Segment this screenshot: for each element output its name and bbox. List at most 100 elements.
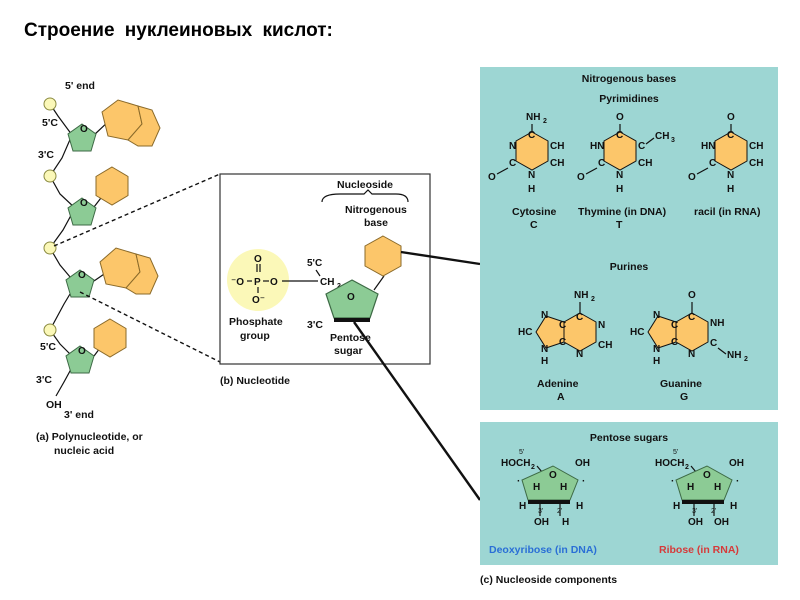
svg-text:HN: HN	[701, 141, 715, 152]
uracil-label: racil (in RNA)	[694, 206, 761, 218]
svg-text:H: H	[576, 501, 583, 512]
svg-text:H: H	[730, 501, 737, 512]
nitrogenous-base-label-2: base	[364, 217, 388, 229]
svg-text:2: 2	[744, 356, 748, 363]
ring-oxygen-label: O	[78, 346, 86, 357]
thymine-label: Thymine (in DNA)	[578, 206, 666, 218]
svg-text:OH: OH	[534, 517, 549, 528]
svg-text:O: O	[616, 112, 624, 123]
svg-text:N: N	[576, 349, 583, 360]
svg-text:N: N	[653, 344, 660, 355]
three-prime-end-label: 3' end	[64, 409, 94, 421]
pyrimidines-title: Pyrimidines	[599, 93, 659, 105]
svg-text:H: H	[562, 517, 569, 528]
ring-oxygen-label: O	[78, 270, 86, 281]
svg-text:C: C	[528, 130, 535, 141]
c3-label: 3'C	[38, 149, 54, 161]
svg-text:N: N	[528, 170, 535, 181]
phosphate-circle	[43, 323, 57, 337]
c3-label: 3'C	[307, 319, 323, 331]
panel-a-caption-2: nucleic acid	[54, 445, 114, 457]
ch2-label: CH	[320, 277, 334, 288]
svg-text:OH: OH	[688, 517, 703, 528]
svg-text:CH: CH	[638, 158, 652, 169]
phosphate-group-circle	[227, 249, 289, 311]
svg-text:C: C	[509, 158, 516, 169]
svg-text:2: 2	[531, 464, 535, 471]
svg-text:C: C	[709, 158, 716, 169]
svg-text:HN: HN	[590, 141, 604, 152]
svg-text:OH: OH	[575, 458, 590, 469]
page-title: Строение нуклеиновых кислот:	[24, 20, 333, 41]
guanine-letter: G	[680, 391, 688, 403]
svg-text:P: P	[254, 277, 261, 288]
svg-text:2: 2	[685, 464, 689, 471]
svg-text:5': 5'	[519, 449, 524, 456]
svg-text:H: H	[560, 482, 567, 493]
svg-text:H: H	[533, 482, 540, 493]
svg-text:NH: NH	[710, 318, 724, 329]
pentose-sugars-title: Pentose sugars	[590, 432, 668, 444]
svg-text:O: O	[688, 172, 696, 183]
svg-text:CH: CH	[550, 158, 564, 169]
nucleotide-panel: Nucleoside Nitrogenous base ⁻O P O O O⁻ …	[219, 173, 431, 387]
phosphate-circle	[43, 241, 57, 255]
ring-oxygen-label: O	[80, 198, 88, 209]
svg-text:N: N	[688, 349, 695, 360]
svg-text:NH: NH	[526, 112, 540, 123]
panel-b-caption: (b) Nucleotide	[220, 375, 290, 387]
svg-text:CH: CH	[749, 141, 763, 152]
oh-label: OH	[46, 399, 62, 411]
ring-oxygen-label: O	[80, 124, 88, 135]
svg-text:C: C	[559, 320, 566, 331]
svg-text:H: H	[528, 184, 535, 195]
svg-text:O: O	[688, 290, 696, 301]
svg-text:OH: OH	[714, 517, 729, 528]
svg-text:H: H	[519, 501, 526, 512]
pyrimidine-base-shape	[93, 318, 127, 358]
deoxyribose-label: Deoxyribose (in DNA)	[489, 544, 597, 556]
svg-text:NH: NH	[574, 290, 588, 301]
svg-text:H: H	[653, 356, 660, 367]
svg-text:H: H	[687, 482, 694, 493]
phosphate-group-label: Phosphate	[229, 316, 283, 328]
svg-text:N: N	[616, 170, 623, 181]
pentose-sugar-label: Pentose	[330, 332, 371, 344]
svg-text:N: N	[598, 320, 605, 331]
svg-text:O: O	[488, 172, 496, 183]
svg-text:HOCH: HOCH	[501, 458, 530, 469]
svg-text:O: O	[727, 112, 735, 123]
svg-text:O⁻: O⁻	[252, 295, 265, 306]
phosphate-circle	[43, 97, 57, 111]
svg-text:CH: CH	[749, 158, 763, 169]
svg-text:N: N	[727, 170, 734, 181]
svg-text:5': 5'	[673, 449, 678, 456]
cytosine-label: Cytosine	[512, 206, 557, 218]
svg-text:HC: HC	[518, 327, 532, 338]
svg-text:3: 3	[671, 137, 675, 144]
uracil-structure: O C HN CH C CH N H O racil (in RNA)	[688, 112, 763, 218]
svg-text:H: H	[673, 501, 680, 512]
svg-text:·: ·	[582, 476, 585, 487]
svg-text:C: C	[710, 338, 717, 349]
purines-title: Purines	[610, 261, 649, 273]
svg-text:·: ·	[671, 476, 674, 487]
five-prime-end-label: 5' end	[65, 80, 95, 92]
nucleoside-label: Nucleoside	[337, 179, 393, 191]
c5-label: 5'C	[40, 341, 56, 353]
svg-text:HC: HC	[630, 327, 644, 338]
svg-text:C: C	[671, 337, 678, 348]
svg-text:·: ·	[736, 476, 739, 487]
nitrogenous-base-hexagon	[364, 235, 402, 277]
ring-oxygen-label: O	[347, 292, 355, 303]
base-connector	[400, 250, 481, 266]
adenine-label: Adenine	[537, 378, 579, 390]
sugar-connector	[353, 321, 481, 501]
